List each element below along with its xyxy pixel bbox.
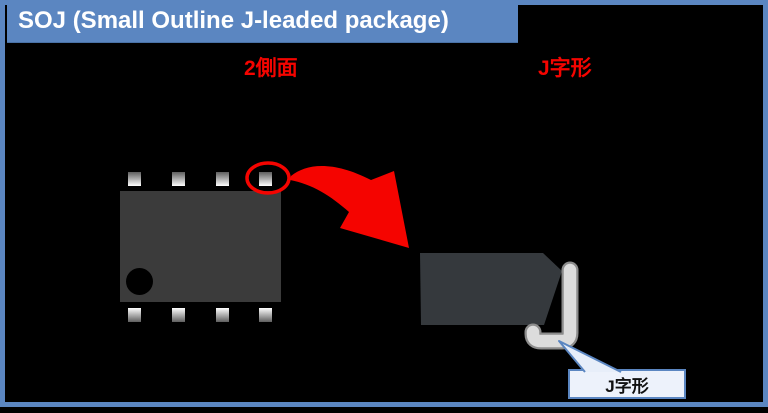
chip-pin-bottom-1 [128, 308, 141, 322]
chip-pin-top-4 [259, 172, 272, 186]
chip-pin-top-3 [216, 172, 229, 186]
callout-label: J字形 [605, 376, 649, 396]
title-bar: SOJ (Small Outline J-leaded package) [7, 0, 518, 43]
chip-pin-top-1 [128, 172, 141, 186]
page-title: SOJ (Small Outline J-leaded package) [18, 7, 449, 34]
lead-shape-label: J字形 [538, 57, 592, 80]
chip-pin-bottom-2 [172, 308, 185, 322]
top-view-label: 2側面 [244, 57, 298, 80]
callout-box: J字形 [568, 369, 686, 399]
chip-pin-bottom-3 [216, 308, 229, 322]
chip-pin-bottom-4 [259, 308, 272, 322]
chip-pin-top-2 [172, 172, 185, 186]
pin1-indicator-dot [126, 268, 153, 295]
